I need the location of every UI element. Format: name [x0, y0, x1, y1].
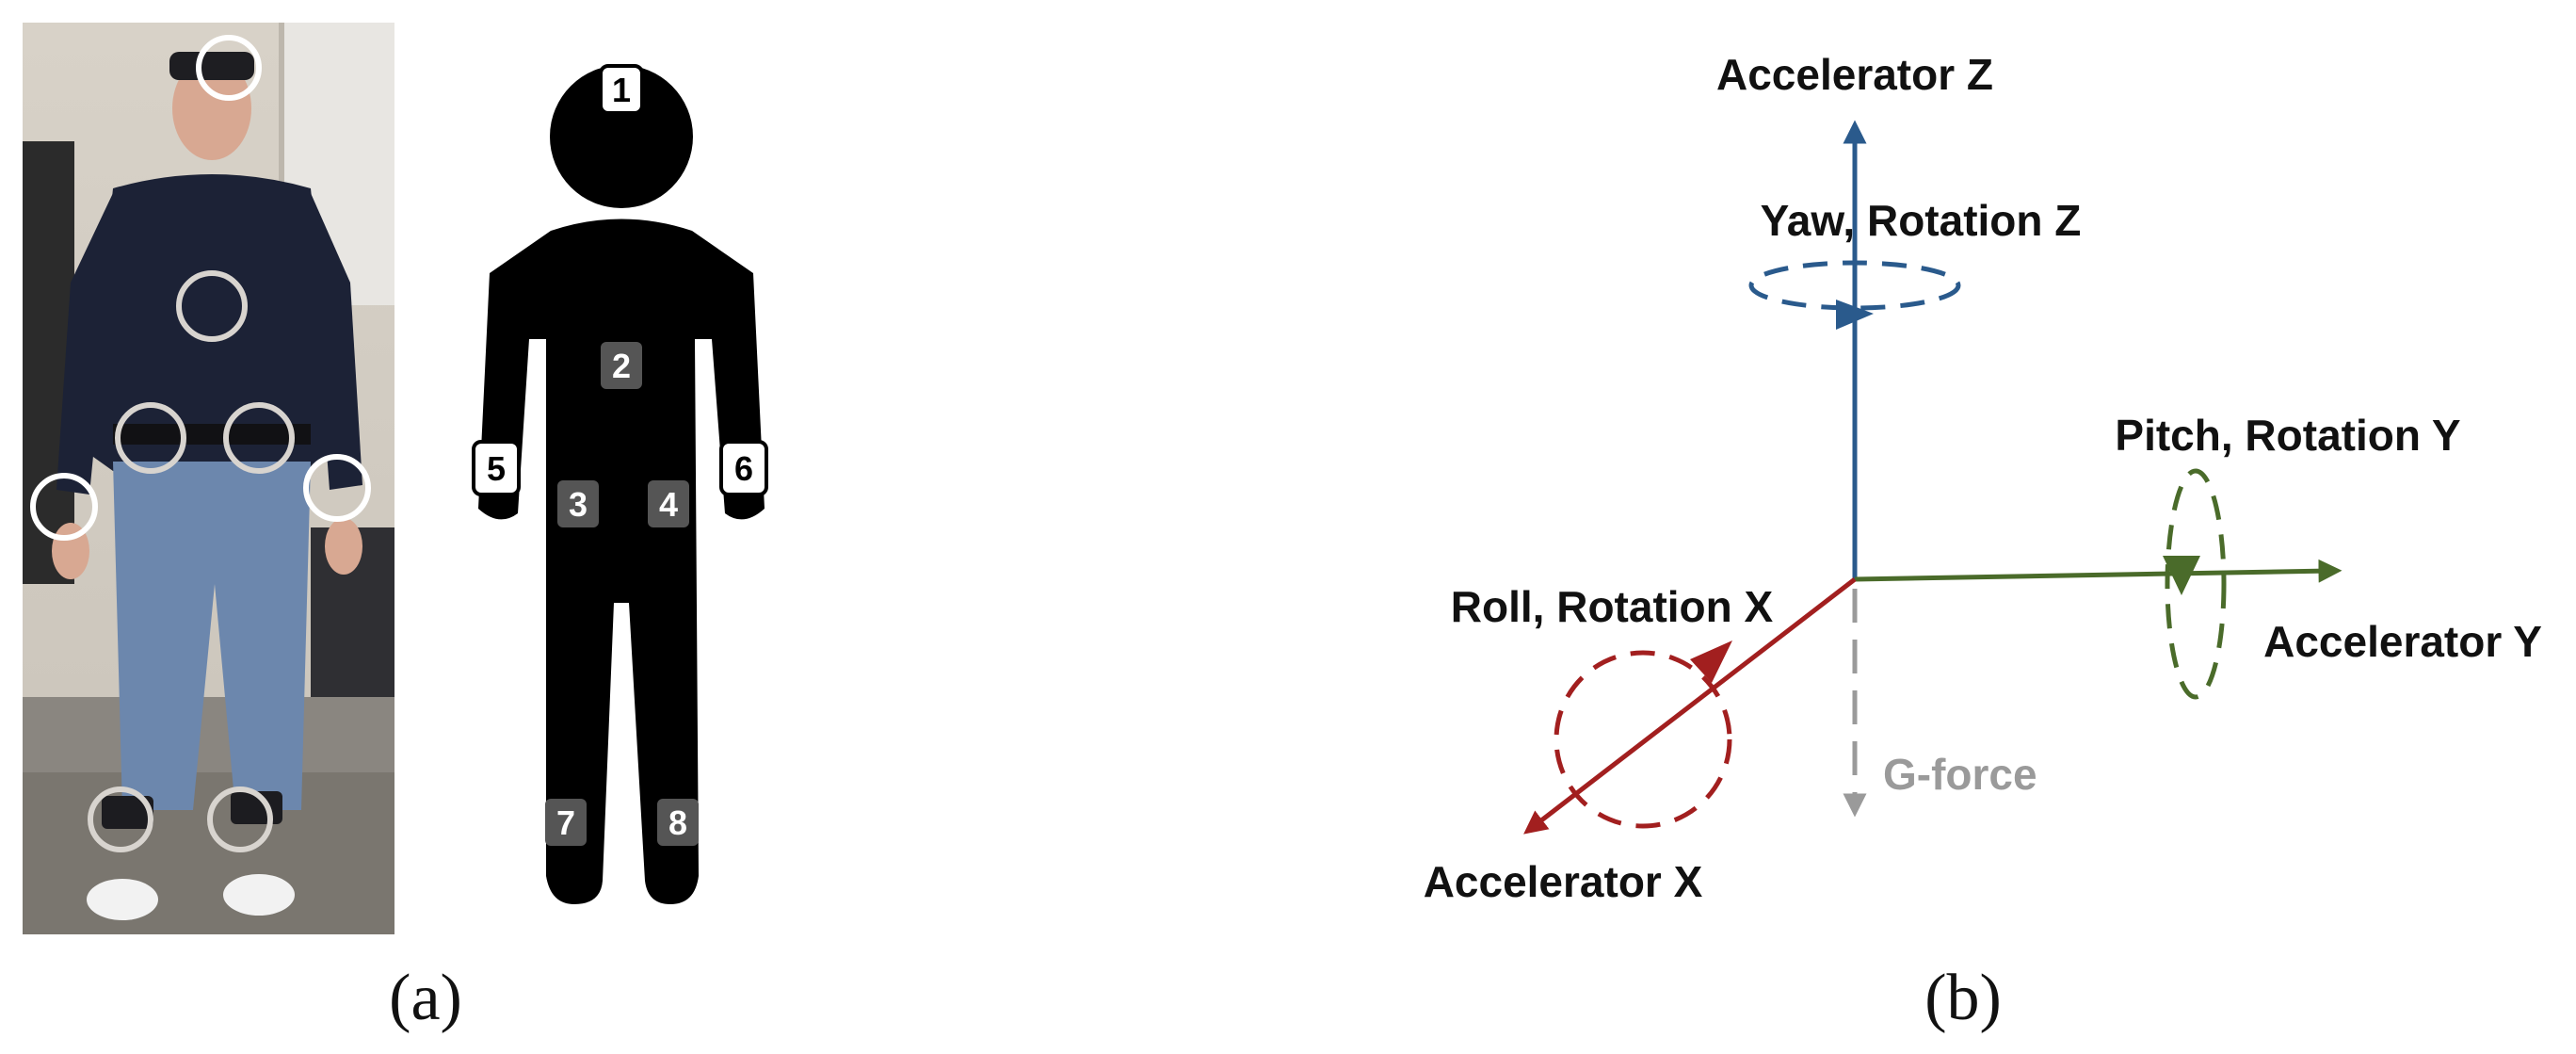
svg-text:8: 8: [668, 803, 687, 842]
roll-rotation-ellipse: [1554, 650, 1732, 829]
sensor-marker-4: 4: [648, 480, 689, 527]
pitch-rotation-label: Pitch, Rotation Y: [2115, 411, 2460, 460]
photo-sensor-circle: [223, 402, 295, 474]
y-axis-line: [1854, 559, 2343, 583]
roll-rotation-label: Roll, Rotation X: [1451, 582, 1774, 631]
photo-sensor-circle: [196, 35, 262, 101]
svg-text:5: 5: [487, 449, 506, 488]
body-silhouette: [478, 65, 765, 904]
photo-sensor-circle: [115, 402, 186, 474]
roll-rotation-arrowhead: [1690, 641, 1732, 683]
axes-diagram: Accelerator Z Yaw, Rotation Z Pitch, Rot…: [1424, 50, 2542, 906]
sensor-marker-1: 1: [599, 64, 644, 115]
y-axis-label: Accelerator Y: [2263, 617, 2542, 666]
sensor-marker-7: 7: [545, 799, 587, 846]
pitch-rotation-ellipse: [2165, 468, 2227, 700]
photo-sensor-circle: [207, 786, 273, 852]
z-axis-label: Accelerator Z: [1716, 50, 1993, 99]
yaw-rotation-ellipse: [1748, 260, 1961, 311]
x-axis-label: Accelerator X: [1424, 857, 1703, 906]
sensor-marker-5: 5: [472, 440, 521, 496]
sensor-marker-3: 3: [557, 480, 599, 527]
pitch-rotation-arrowhead: [2163, 556, 2200, 595]
panel-a-label: (a): [389, 962, 462, 1034]
yaw-rotation-label: Yaw, Rotation Z: [1761, 196, 2082, 245]
svg-text:2: 2: [612, 347, 631, 385]
photo-sensor-circle: [88, 786, 153, 852]
svg-text:1: 1: [612, 71, 631, 109]
photo-sensor-circle: [303, 454, 371, 522]
yaw-rotation-arrowhead: [1836, 300, 1874, 330]
gforce-label: G-force: [1883, 750, 2037, 799]
photo-sensor-circle: [176, 270, 248, 342]
sensor-marker-2: 2: [601, 342, 642, 389]
svg-text:4: 4: [659, 485, 678, 524]
photo-sensor-circle: [30, 473, 98, 541]
svg-text:3: 3: [569, 485, 588, 524]
svg-text:7: 7: [556, 803, 575, 842]
panel-b-label: (b): [1924, 962, 2002, 1034]
x-axis-line: [1523, 577, 1857, 835]
sensor-marker-6: 6: [719, 440, 768, 496]
subject-photo: [23, 23, 394, 934]
svg-text:6: 6: [734, 449, 753, 488]
sensor-marker-8: 8: [657, 799, 699, 846]
